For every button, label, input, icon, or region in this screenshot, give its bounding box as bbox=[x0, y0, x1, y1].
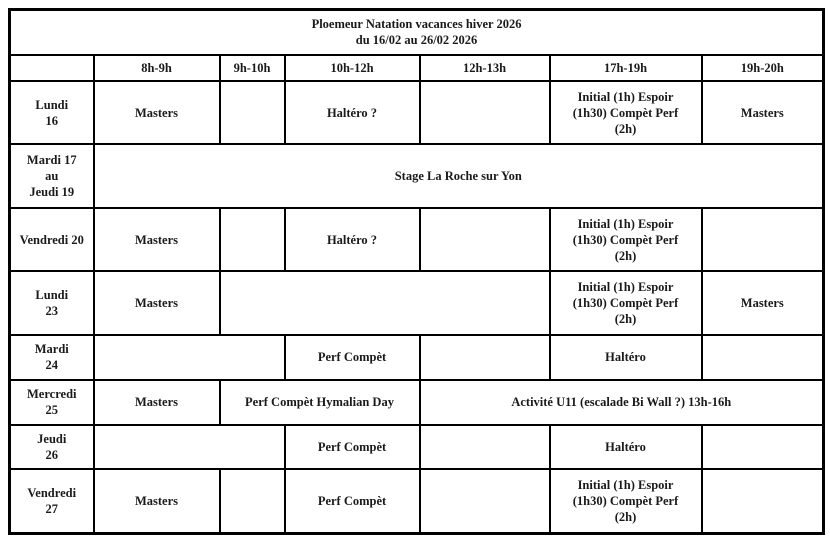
day-label-mardi17-jeudi19: Mardi 17 au Jeudi 19 bbox=[8, 143, 95, 209]
day-line: 25 bbox=[45, 403, 59, 418]
column-header-17h-19h: 17h-19h bbox=[548, 53, 703, 82]
cell-mercredi25-hymalian-day: Perf Compèt Hymalian Day bbox=[218, 378, 421, 426]
cell-text-line: Initial (1h) Espoir bbox=[577, 280, 674, 295]
cell-jeudi26-8h-10h-merged bbox=[92, 423, 286, 471]
cell-vendredi20-12h-13h bbox=[418, 206, 551, 273]
day-line: Jeudi 19 bbox=[29, 185, 75, 200]
page-title: Ploemeur Natation vacances hiver 2026 du… bbox=[8, 8, 825, 56]
column-header-10h-12h: 10h-12h bbox=[283, 53, 421, 82]
column-header-19h-20h: 19h-20h bbox=[700, 53, 825, 82]
title-row: Ploemeur Natation vacances hiver 2026 du… bbox=[8, 8, 825, 56]
cell-mardi24-19h-20h bbox=[700, 334, 825, 381]
cell-vendredi20-10h-12h: Haltéro ? bbox=[283, 206, 421, 273]
cell-text-line: Initial (1h) Espoir bbox=[577, 216, 674, 231]
cell-vendredi27-10h-12h: Perf Compèt bbox=[283, 468, 421, 535]
day-line: Mardi 17 bbox=[26, 153, 77, 168]
cell-jeudi26-10h-12h: Perf Compèt bbox=[283, 423, 421, 471]
cell-lundi16-9h-10h bbox=[218, 79, 286, 146]
day-line: 27 bbox=[45, 502, 59, 517]
title-line-2: du 16/02 au 26/02 2026 bbox=[355, 33, 478, 48]
table-row: Vendredi 20 Masters Haltéro ? Initial (1… bbox=[8, 206, 825, 273]
cell-text-line: (1h30) Compèt Perf bbox=[572, 296, 679, 311]
column-header-8h-9h: 8h-9h bbox=[92, 53, 221, 82]
table-row: Lundi 16 Masters Haltéro ? Initial (1h) … bbox=[8, 79, 825, 146]
schedule-table: Ploemeur Natation vacances hiver 2026 du… bbox=[8, 8, 826, 535]
column-header-day bbox=[8, 53, 95, 82]
cell-lundi16-17h-19h: Initial (1h) Espoir (1h30) Compèt Perf (… bbox=[548, 79, 703, 146]
cell-jeudi26-17h-19h: Haltéro bbox=[548, 423, 703, 471]
column-header-12h-13h: 12h-13h bbox=[418, 53, 551, 82]
day-label-mardi-24: Mardi 24 bbox=[8, 334, 95, 381]
column-header-row: 8h-9h 9h-10h 10h-12h 12h-13h 17h-19h 19h… bbox=[8, 53, 825, 82]
cell-vendredi27-9h-10h bbox=[218, 468, 286, 535]
day-line: 26 bbox=[45, 447, 59, 462]
cell-text-line: (2h) bbox=[614, 312, 637, 327]
cell-lundi23-9h-13h-merged bbox=[218, 270, 551, 337]
day-line: Lundi bbox=[35, 97, 69, 112]
day-label-jeudi-26: Jeudi 26 bbox=[8, 423, 95, 471]
cell-text-line: (1h30) Compèt Perf bbox=[572, 105, 679, 120]
table-row: Mardi 17 au Jeudi 19 Stage La Roche sur … bbox=[8, 143, 825, 209]
table-row: Lundi 23 Masters Initial (1h) Espoir (1h… bbox=[8, 270, 825, 337]
column-header-9h-10h: 9h-10h bbox=[218, 53, 286, 82]
cell-vendredi20-17h-19h: Initial (1h) Espoir (1h30) Compèt Perf (… bbox=[548, 206, 703, 273]
table-row: Mercredi 25 Masters Perf Compèt Hymalian… bbox=[8, 378, 825, 426]
cell-vendredi20-9h-10h bbox=[218, 206, 286, 273]
day-label-vendredi-27: Vendredi 27 bbox=[8, 468, 95, 535]
cell-lundi23-8h-9h: Masters bbox=[92, 270, 221, 337]
cell-lundi16-10h-12h: Haltéro ? bbox=[283, 79, 421, 146]
cell-text-line: (2h) bbox=[614, 510, 637, 525]
cell-lundi16-19h-20h: Masters bbox=[700, 79, 825, 146]
cell-lundi23-19h-20h: Masters bbox=[700, 270, 825, 337]
cell-vendredi27-8h-9h: Masters bbox=[92, 468, 221, 535]
cell-text-line: Initial (1h) Espoir bbox=[577, 478, 674, 493]
day-line: Lundi bbox=[35, 288, 69, 303]
day-line: 24 bbox=[45, 358, 59, 373]
cell-jeudi26-19h-20h bbox=[700, 423, 825, 471]
day-label-lundi-16: Lundi 16 bbox=[8, 79, 95, 146]
cell-mardi24-10h-12h: Perf Compèt bbox=[283, 334, 421, 381]
cell-vendredi20-19h-20h bbox=[700, 206, 825, 273]
cell-text-line: (2h) bbox=[614, 248, 637, 263]
cell-lundi16-8h-9h: Masters bbox=[92, 79, 221, 146]
cell-stage-la-roche-sur-yon: Stage La Roche sur Yon bbox=[92, 143, 825, 209]
cell-text-line: (1h30) Compèt Perf bbox=[572, 232, 679, 247]
cell-jeudi26-12h-13h bbox=[418, 423, 551, 471]
day-label-mercredi-25: Mercredi 25 bbox=[8, 378, 95, 426]
cell-vendredi27-17h-19h: Initial (1h) Espoir (1h30) Compèt Perf (… bbox=[548, 468, 703, 535]
cell-mardi24-8h-10h-merged bbox=[92, 334, 286, 381]
day-label-lundi-23: Lundi 23 bbox=[8, 270, 95, 337]
day-line: Mercredi bbox=[26, 387, 77, 402]
day-line: 16 bbox=[45, 113, 59, 128]
title-line-1: Ploemeur Natation vacances hiver 2026 bbox=[311, 17, 522, 32]
day-line: 23 bbox=[45, 304, 59, 319]
table-row: Jeudi 26 Perf Compèt Haltéro bbox=[8, 423, 825, 471]
cell-mardi24-12h-13h bbox=[418, 334, 551, 381]
day-line: Jeudi bbox=[37, 431, 67, 446]
day-line: Vendredi 20 bbox=[19, 232, 84, 247]
cell-lundi16-12h-13h bbox=[418, 79, 551, 146]
cell-vendredi20-8h-9h: Masters bbox=[92, 206, 221, 273]
cell-vendredi27-12h-13h bbox=[418, 468, 551, 535]
cell-text-line: (2h) bbox=[614, 121, 637, 136]
cell-text-line: Initial (1h) Espoir bbox=[577, 89, 674, 104]
day-label-vendredi-20: Vendredi 20 bbox=[8, 206, 95, 273]
day-line: Mardi bbox=[34, 342, 69, 357]
day-line: Vendredi bbox=[27, 486, 77, 501]
cell-lundi23-17h-19h: Initial (1h) Espoir (1h30) Compèt Perf (… bbox=[548, 270, 703, 337]
cell-mercredi25-activite-u11: Activité U11 (escalade Bi Wall ?) 13h-16… bbox=[418, 378, 825, 426]
day-line: au bbox=[45, 169, 59, 184]
cell-mardi24-17h-19h: Haltéro bbox=[548, 334, 703, 381]
table-row: Mardi 24 Perf Compèt Haltéro bbox=[8, 334, 825, 381]
cell-text-line: (1h30) Compèt Perf bbox=[572, 494, 679, 509]
cell-vendredi27-19h-20h bbox=[700, 468, 825, 535]
table-row: Vendredi 27 Masters Perf Compèt Initial … bbox=[8, 468, 825, 535]
cell-mercredi25-8h-9h: Masters bbox=[92, 378, 221, 426]
